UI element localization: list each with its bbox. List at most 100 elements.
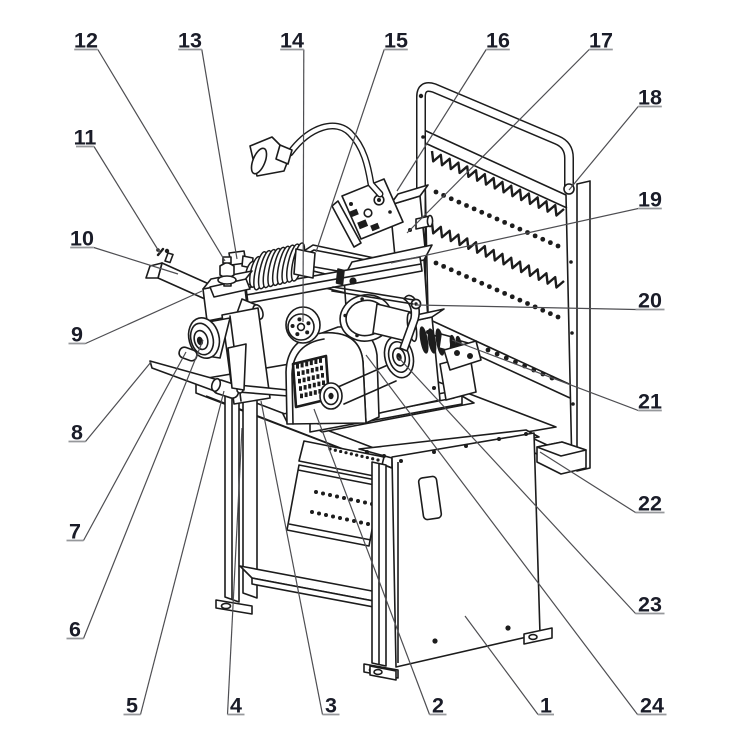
callout-4: 4	[227, 694, 245, 718]
control-panel-part	[363, 208, 373, 218]
front-pulley-part	[343, 380, 397, 405]
rack-hook-strips-part	[430, 150, 565, 217]
leader-lines-part	[390, 207, 639, 264]
panel-stand-box-part	[389, 184, 429, 206]
roller-bracket-part	[454, 350, 460, 356]
control-panel-part	[370, 222, 380, 232]
leader-lines-part	[260, 400, 324, 715]
callout-16: 16	[486, 29, 510, 53]
front-pulley-part	[328, 392, 334, 400]
callout-number: 9	[71, 323, 83, 347]
roller-bracket	[439, 340, 482, 401]
leader-lines-part	[139, 390, 225, 715]
chute-holes-part	[360, 454, 364, 458]
lamp-head	[249, 136, 293, 177]
rack-mount-bracket	[536, 441, 587, 475]
leader-lines-part	[82, 351, 187, 541]
chute-holes-part	[317, 511, 321, 516]
front-pulley	[319, 363, 397, 410]
vent-grille-part-part	[299, 386, 302, 391]
belt-rod-part	[331, 290, 414, 305]
chute-holes-part	[349, 452, 353, 456]
callout-number: 13	[178, 29, 202, 53]
stand-cabinet-part	[432, 638, 438, 644]
rack-peg-holes-part	[433, 189, 439, 195]
rack-peg-holes-part	[448, 267, 454, 273]
motor-dome-part	[291, 338, 325, 425]
control-panel-part	[388, 210, 392, 214]
leader-lines-part	[451, 339, 639, 412]
control-panel-part	[349, 202, 353, 206]
chute-holes-part	[344, 451, 348, 455]
spindle-assembly-part-part	[343, 313, 347, 318]
vent-grille-part-part	[304, 392, 308, 398]
callout-number: 4	[230, 694, 242, 718]
chute-holes-part	[328, 493, 332, 497]
rack-peg-holes-part	[547, 311, 553, 317]
faceplate-flange-part-part	[290, 323, 295, 328]
callout-22: 22	[635, 492, 665, 516]
leader-lines	[82, 49, 639, 715]
rack-tube-frame	[416, 82, 575, 458]
callout-number: 7	[69, 520, 81, 544]
callout-number: 15	[384, 29, 408, 53]
control-panel-part	[331, 200, 362, 248]
vent-grille-part-part	[321, 373, 324, 378]
callout-number: 19	[638, 188, 662, 212]
cabinet-handle-slot	[417, 475, 443, 521]
callout-18: 18	[638, 86, 662, 110]
control-panel-part	[357, 219, 369, 230]
rack-peg-holes-part	[485, 347, 491, 353]
headstock-part	[164, 248, 170, 254]
vent-grille-part-part	[309, 360, 313, 366]
vent-grille-part-part	[311, 375, 315, 380]
vent-grille-part-part	[309, 391, 313, 396]
rack-tube-frame-part	[417, 83, 573, 458]
cabinet-screws-part	[497, 437, 501, 441]
vent-grille-part-part	[300, 362, 304, 368]
rack-peg-holes-part	[494, 287, 500, 293]
rack-peg-holes-part	[532, 233, 538, 239]
cabinet-screws-part	[432, 450, 436, 454]
chute-holes-part	[359, 520, 363, 525]
callout-number: 21	[638, 390, 662, 414]
callout-number: 20	[638, 289, 662, 313]
rack-backing-sheet	[576, 180, 591, 472]
callout-9: 9	[68, 323, 86, 347]
tool-rack-panel-part	[570, 331, 574, 335]
vent-grille-part-part	[316, 374, 320, 379]
chute-holes-part	[333, 448, 337, 452]
rack-peg-holes-part	[433, 260, 439, 266]
tool-rack-panel	[416, 82, 591, 472]
callout-number: 10	[70, 227, 94, 251]
rack-peg-holes-part	[509, 294, 515, 300]
machine-bed	[245, 256, 423, 304]
vent-grille-part	[296, 358, 326, 399]
callout-number: 18	[638, 86, 662, 110]
rack-peg-holes-part	[456, 270, 462, 276]
callout-23: 23	[635, 593, 665, 617]
vent-grille-part-part	[308, 383, 312, 389]
clamp-bolt	[217, 256, 237, 287]
chute-holes-part	[324, 513, 328, 517]
spindle-assembly-part-part	[360, 297, 364, 301]
bellows-screw-cover	[228, 242, 316, 291]
vent-grille-part-part	[303, 385, 307, 390]
swing-arm-part	[399, 294, 420, 352]
vent-grille-part-part	[297, 371, 300, 376]
vent-grille-part-part	[320, 365, 323, 371]
callout-12: 12	[74, 29, 98, 53]
vent-grille-part-part	[296, 364, 299, 369]
leader-lines-part	[539, 451, 636, 514]
left-pulley	[187, 317, 231, 359]
support-arm	[149, 346, 289, 399]
chute-holes-part	[371, 457, 375, 461]
stand-cabinet-part	[528, 633, 538, 641]
callout-number: 2	[432, 694, 444, 718]
rack-peg-holes-part	[464, 203, 469, 208]
rack-peg-holes-part	[494, 351, 500, 357]
rack-peg-holes-part	[555, 243, 561, 249]
vent-grille-part-part	[312, 382, 316, 388]
faceplate-flange-part	[290, 317, 311, 337]
